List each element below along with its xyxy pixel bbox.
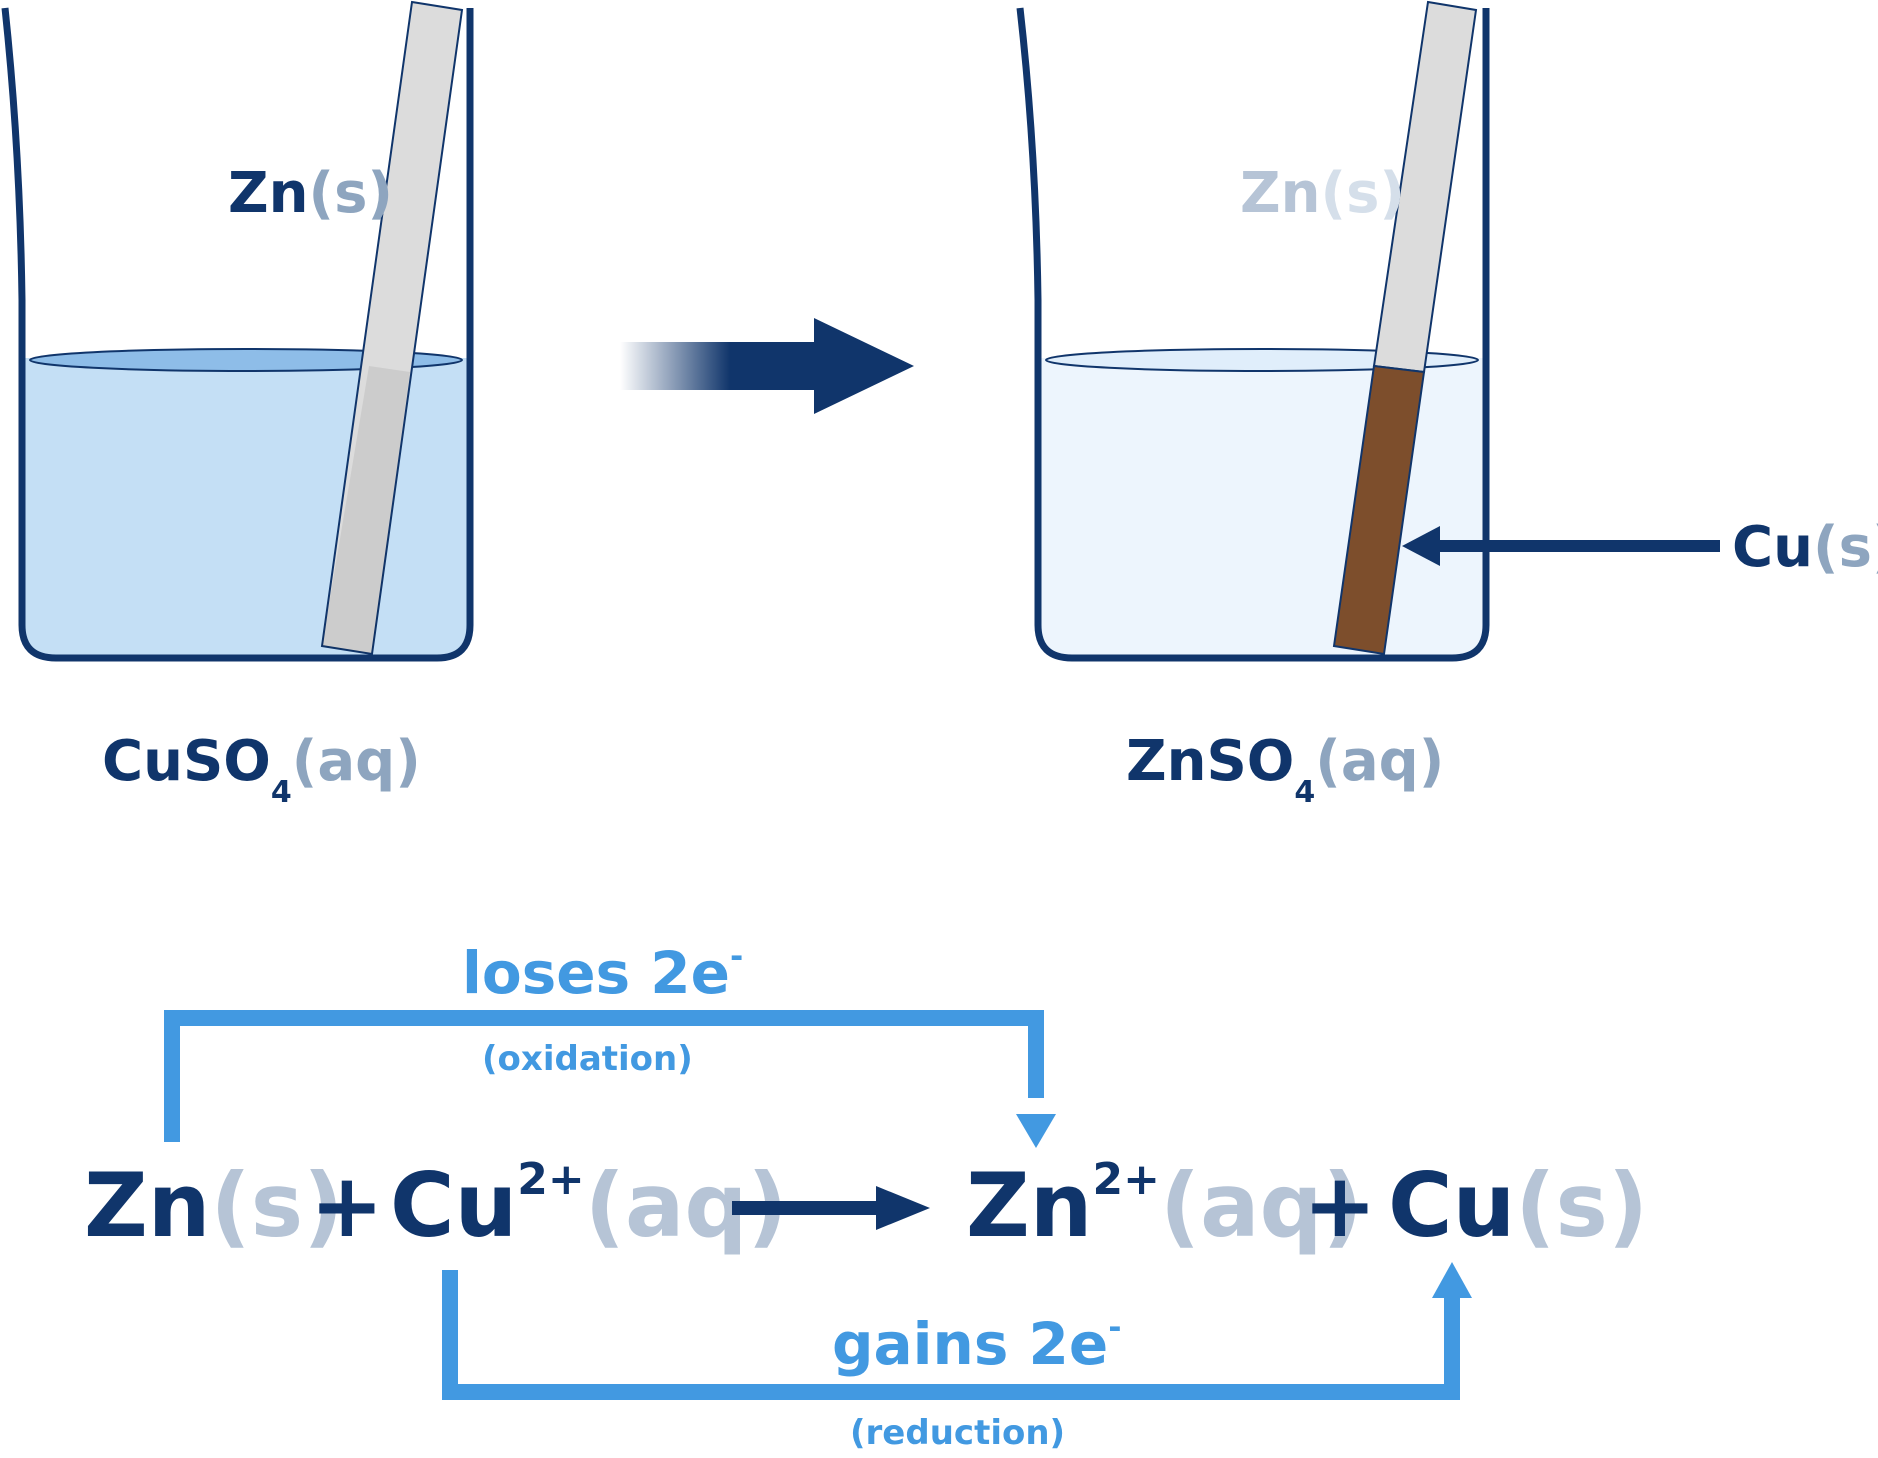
equation-arrow-head — [876, 1186, 930, 1230]
process-arrow-head — [814, 318, 914, 414]
oxidation-note: (oxidation) — [482, 1039, 693, 1079]
equation-reactant-zn: Zn(s) — [84, 1154, 343, 1257]
equation-product-zn-ion: Zn2+(aq) — [966, 1154, 1363, 1257]
zinc-strip-before-submerged — [322, 366, 410, 654]
cu-pointer-head — [1402, 526, 1440, 566]
process-arrow — [620, 318, 914, 414]
reduction-label: gains 2e- — [832, 1308, 1122, 1378]
oxidation-arrow-head — [1016, 1114, 1056, 1148]
chemical-equation: Zn(s) + Cu2+(aq) Zn2+(aq) + Cu(s) — [84, 1154, 1648, 1257]
solution-cuso4-surface — [29, 348, 463, 372]
oxidation-bracket: loses 2e- (oxidation) — [164, 937, 1056, 1148]
equation-arrow-shaft — [732, 1201, 882, 1215]
reduction-bracket-line — [442, 1270, 1460, 1400]
equation-plus-2: + — [1303, 1154, 1377, 1257]
equation-product-cu: Cu(s) — [1388, 1154, 1648, 1257]
cu-deposit-label: Cu(s) — [1732, 515, 1878, 580]
zinc-strip-before — [320, 0, 464, 656]
znso4-label: ZnSO4(aq) — [1126, 729, 1444, 810]
copper-deposit — [1332, 364, 1426, 656]
reduction-arrow-head — [1432, 1262, 1472, 1298]
process-arrow-shaft — [620, 342, 820, 390]
solution-znso4-surface — [1045, 348, 1479, 372]
reduction-note: (reduction) — [850, 1413, 1065, 1453]
oxidation-bracket-line — [164, 1010, 1044, 1142]
beaker-before: Zn(s) CuSO4(aq) — [1, 0, 474, 810]
zn-strip-label-after: Zn(s) — [1240, 161, 1405, 226]
beaker-after-glass — [1016, 7, 1490, 662]
reduction-bracket: gains 2e- (reduction) — [442, 1262, 1472, 1453]
cuso4-label: CuSO4(aq) — [102, 729, 421, 810]
beaker-after: Zn(s) Cu(s) ZnSO4(aq) — [1016, 0, 1878, 810]
beaker-before-glass — [1, 7, 474, 662]
equation-reactant-cu-ion: Cu2+(aq) — [390, 1154, 788, 1257]
zn-strip-label-before: Zn(s) — [228, 161, 393, 226]
oxidation-label: loses 2e- — [462, 937, 743, 1007]
equation-plus-1: + — [310, 1154, 384, 1257]
